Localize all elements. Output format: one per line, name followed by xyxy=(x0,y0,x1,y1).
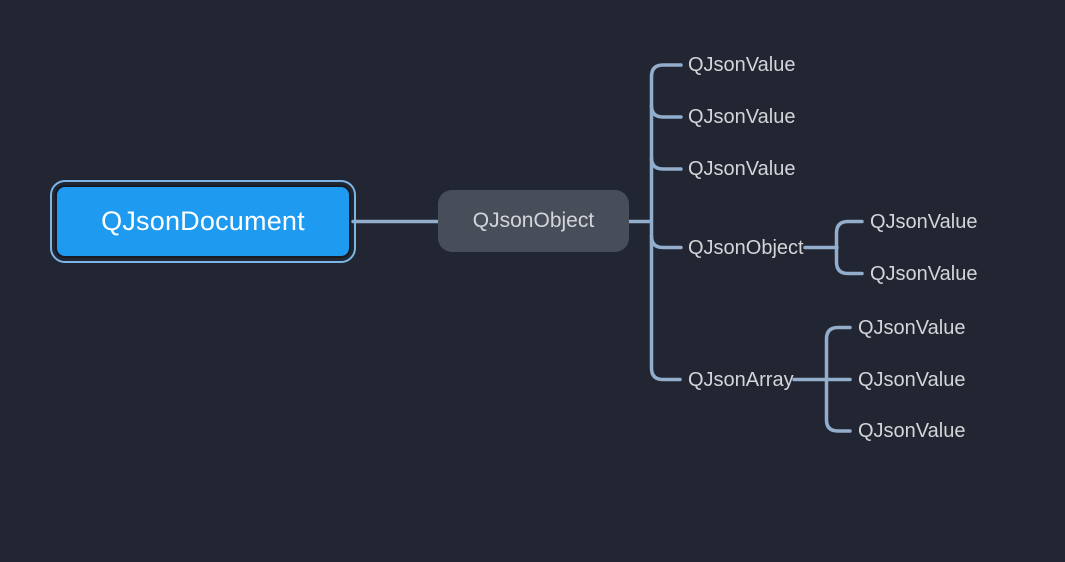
branch-to-object xyxy=(649,234,683,250)
topic-nested-object[interactable]: QJsonObject xyxy=(688,236,804,259)
topic-array-child-value-2[interactable]: QJsonValue xyxy=(858,368,966,391)
topic-qjsonobject-label: QJsonObject xyxy=(472,209,595,232)
topic-qjsonobject[interactable]: QJsonObject xyxy=(438,190,629,252)
array-subtrunk xyxy=(824,325,852,433)
root-topic-label: QJsonDocument xyxy=(101,206,305,236)
root-topic-selection-ring: QJsonDocument xyxy=(50,180,356,263)
object-subtrunk xyxy=(834,219,864,276)
topic-array-child-value-1[interactable]: QJsonValue xyxy=(858,316,966,339)
branch-trunk-with-first-and-last xyxy=(649,63,683,382)
topic-object-child-value-2[interactable]: QJsonValue xyxy=(870,262,978,285)
topic-value-3[interactable]: QJsonValue xyxy=(688,158,796,180)
topic-array-child-value-3[interactable]: QJsonValue xyxy=(858,420,966,442)
branch-to-value-3 xyxy=(649,155,683,171)
branch-to-value-2 xyxy=(649,103,683,119)
root-topic-qjsondocument[interactable]: QJsonDocument xyxy=(55,185,351,258)
topic-value-2[interactable]: QJsonValue xyxy=(688,106,796,128)
topic-object-child-value-1[interactable]: QJsonValue xyxy=(870,210,978,233)
topic-nested-array[interactable]: QJsonArray xyxy=(688,368,794,391)
topic-value-1[interactable]: QJsonValue xyxy=(688,54,796,76)
